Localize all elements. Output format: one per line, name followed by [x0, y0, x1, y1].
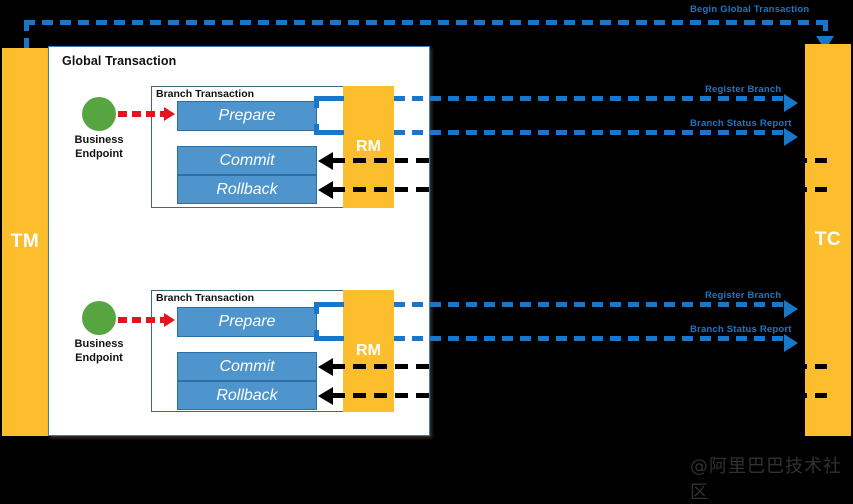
business-endpoint-label-1: Business Endpoint — [60, 133, 138, 161]
diagram-canvas: Begin Global Transaction TM TC Global Tr… — [2, 4, 851, 503]
endpoint-to-prepare-arrowhead-icon-2 — [164, 313, 175, 327]
rollback-command-wire-2 — [332, 393, 827, 398]
commit-command-arrowhead-icon-2 — [318, 358, 333, 376]
rollback-command-wire-1 — [332, 187, 827, 192]
begin-transaction-label: Begin Global Transaction — [690, 4, 810, 15]
register-branch-arrowhead-icon-2 — [784, 300, 798, 318]
endpoint-to-prepare-arrow-1 — [118, 107, 178, 121]
endpoint-to-prepare-arrowhead-icon-1 — [164, 107, 175, 121]
begin-transaction-descender — [823, 20, 828, 38]
prepare-action-label-1: Prepare — [218, 107, 276, 124]
watermark: @阿里巴巴技术社区 — [690, 456, 842, 503]
register-branch-label-1: Register Branch — [705, 84, 782, 95]
endpoint-to-prepare-arrow-2 — [118, 313, 178, 327]
business-endpoint-label-1-line2: Endpoint — [75, 148, 123, 160]
endpoint-to-prepare-shaft-2 — [118, 317, 164, 323]
business-endpoint-label-1-line1: Business — [74, 134, 124, 146]
rm-label-1: RM — [356, 138, 381, 155]
register-branch-wire-2 — [394, 302, 784, 307]
global-transaction-title: Global Transaction — [62, 54, 177, 68]
branch-transaction-title-1: Branch Transaction — [156, 88, 255, 100]
branch-status-report-arrowhead-icon-2 — [784, 334, 798, 352]
prepare-bracket-left-bottom-1 — [314, 124, 319, 135]
branch-status-report-wire-2 — [394, 336, 784, 341]
register-branch-label-2: Register Branch — [705, 290, 782, 301]
rollback-command-arrowhead-icon-2 — [318, 387, 333, 405]
prepare-bracket-bottom-1 — [314, 130, 344, 135]
business-endpoint-label-2-line1: Business — [74, 338, 124, 350]
rollback-action-label-1: Rollback — [216, 180, 278, 198]
begin-transaction-wire — [24, 20, 828, 25]
branch-status-report-arrowhead-icon-1 — [784, 128, 798, 146]
endpoint-to-prepare-shaft-1 — [118, 111, 164, 117]
tc-label: TC — [814, 229, 842, 250]
commit-action-box-2[interactable]: Commit — [177, 352, 317, 381]
business-endpoint-label-2: Business Endpoint — [60, 337, 138, 365]
tm-pillar[interactable]: TM — [2, 48, 48, 436]
business-endpoint-circle-2[interactable] — [82, 301, 116, 335]
branch-status-report-wire-1 — [394, 130, 784, 135]
prepare-action-box-2[interactable]: Prepare — [177, 307, 317, 337]
prepare-bracket-left-bottom-2 — [314, 330, 319, 341]
rm-box-2[interactable]: RM — [343, 290, 394, 412]
commit-command-wire-1 — [332, 158, 827, 163]
prepare-action-box-1[interactable]: Prepare — [177, 101, 317, 131]
commit-action-label-1: Commit — [219, 151, 275, 169]
rollback-action-box-2[interactable]: Rollback — [177, 381, 317, 410]
commit-action-box-1[interactable]: Commit — [177, 146, 317, 175]
branch-status-report-label-1: Branch Status Report — [690, 118, 792, 129]
business-endpoint-label-2-line2: Endpoint — [75, 352, 123, 364]
rollback-command-arrowhead-icon-1 — [318, 181, 333, 199]
prepare-bracket-bottom-2 — [314, 336, 344, 341]
prepare-action-label-2: Prepare — [218, 313, 276, 330]
commit-command-wire-2 — [332, 364, 827, 369]
business-endpoint-circle-1[interactable] — [82, 97, 116, 131]
rollback-action-box-1[interactable]: Rollback — [177, 175, 317, 204]
begin-transaction-riser — [24, 20, 29, 50]
register-branch-wire-1 — [394, 96, 784, 101]
tm-label: TM — [10, 231, 40, 252]
commit-command-arrowhead-icon-1 — [318, 152, 333, 170]
prepare-bracket-top-2 — [314, 302, 344, 307]
prepare-bracket-top-1 — [314, 96, 344, 101]
branch-status-report-label-2: Branch Status Report — [690, 324, 792, 335]
rm-label-2: RM — [356, 342, 381, 359]
rollback-action-label-2: Rollback — [216, 386, 278, 404]
branch-transaction-title-2: Branch Transaction — [156, 292, 255, 304]
register-branch-arrowhead-icon-1 — [784, 94, 798, 112]
prepare-bracket-left-top-2 — [314, 302, 319, 314]
tc-pillar[interactable]: TC — [805, 44, 851, 436]
prepare-bracket-left-top-1 — [314, 96, 319, 108]
commit-action-label-2: Commit — [219, 357, 275, 375]
